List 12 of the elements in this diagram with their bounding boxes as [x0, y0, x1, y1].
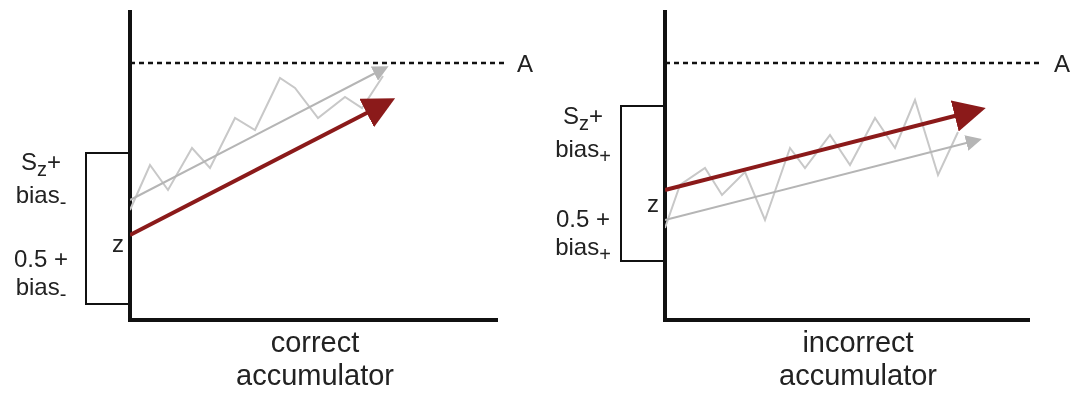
range-label: 0.5 + bias$_{+}$: [554, 205, 612, 266]
variable-label: z: [647, 190, 659, 218]
range-box: [85, 152, 130, 305]
range-label: 0.5 + bias$_{-}$: [12, 245, 69, 306]
variable-label: z: [112, 230, 124, 258]
range-label: S$_{z}$+ bias$_{-}$: [14, 148, 68, 214]
range-box: [620, 105, 665, 262]
axis-title: correct accumulator: [235, 326, 395, 393]
range-label: S$_{z}$+ bias$_{+}$: [554, 102, 612, 168]
axis-title: incorrect accumulator: [778, 326, 938, 393]
threshold-label: A: [517, 50, 533, 78]
threshold-label: A: [1054, 50, 1070, 78]
